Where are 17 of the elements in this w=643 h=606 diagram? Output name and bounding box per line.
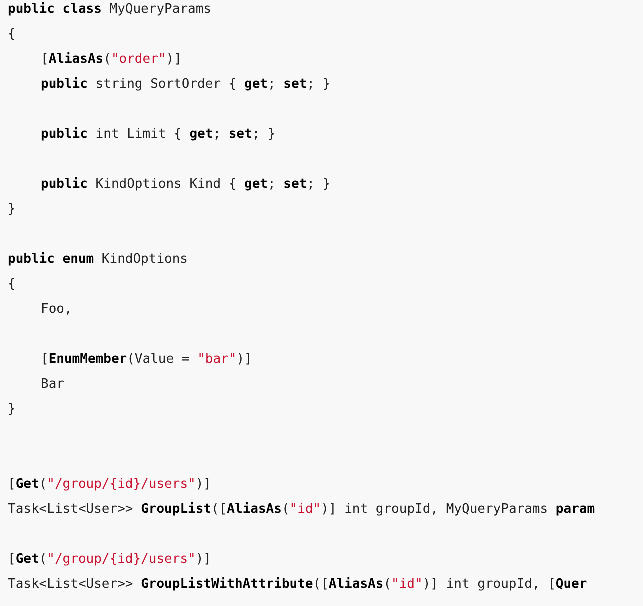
code-line: Bar <box>41 376 64 394</box>
code-line: [AliasAs("order")] <box>41 51 182 69</box>
code-line: [Get("/group/{id}/users")] <box>8 551 212 569</box>
code-line: Task<List<User>> GroupList([AliasAs("id")] int groupId, MyQueryParams param <box>8 501 596 519</box>
code-line: } <box>8 401 16 419</box>
code-line: public string SortOrder { get; set; } <box>41 76 331 94</box>
code-line: { <box>8 26 16 44</box>
code-line: Foo, <box>41 301 72 319</box>
code-line: Task<List<User>> GroupListWithAttribute([AliasAs("id")] int groupId, [Quer <box>8 576 588 594</box>
code-line: [EnumMember(Value = "bar")] <box>41 351 252 369</box>
code-line: { <box>8 276 16 294</box>
code-line: [Get("/group/{id}/users")] <box>8 476 212 494</box>
code-line: } <box>8 201 16 219</box>
code-line: public KindOptions Kind { get; set; } <box>41 176 331 194</box>
code-line: public enum KindOptions <box>8 251 188 269</box>
code-line: public class MyQueryParams <box>8 1 212 19</box>
code-line: public int Limit { get; set; } <box>41 126 276 144</box>
